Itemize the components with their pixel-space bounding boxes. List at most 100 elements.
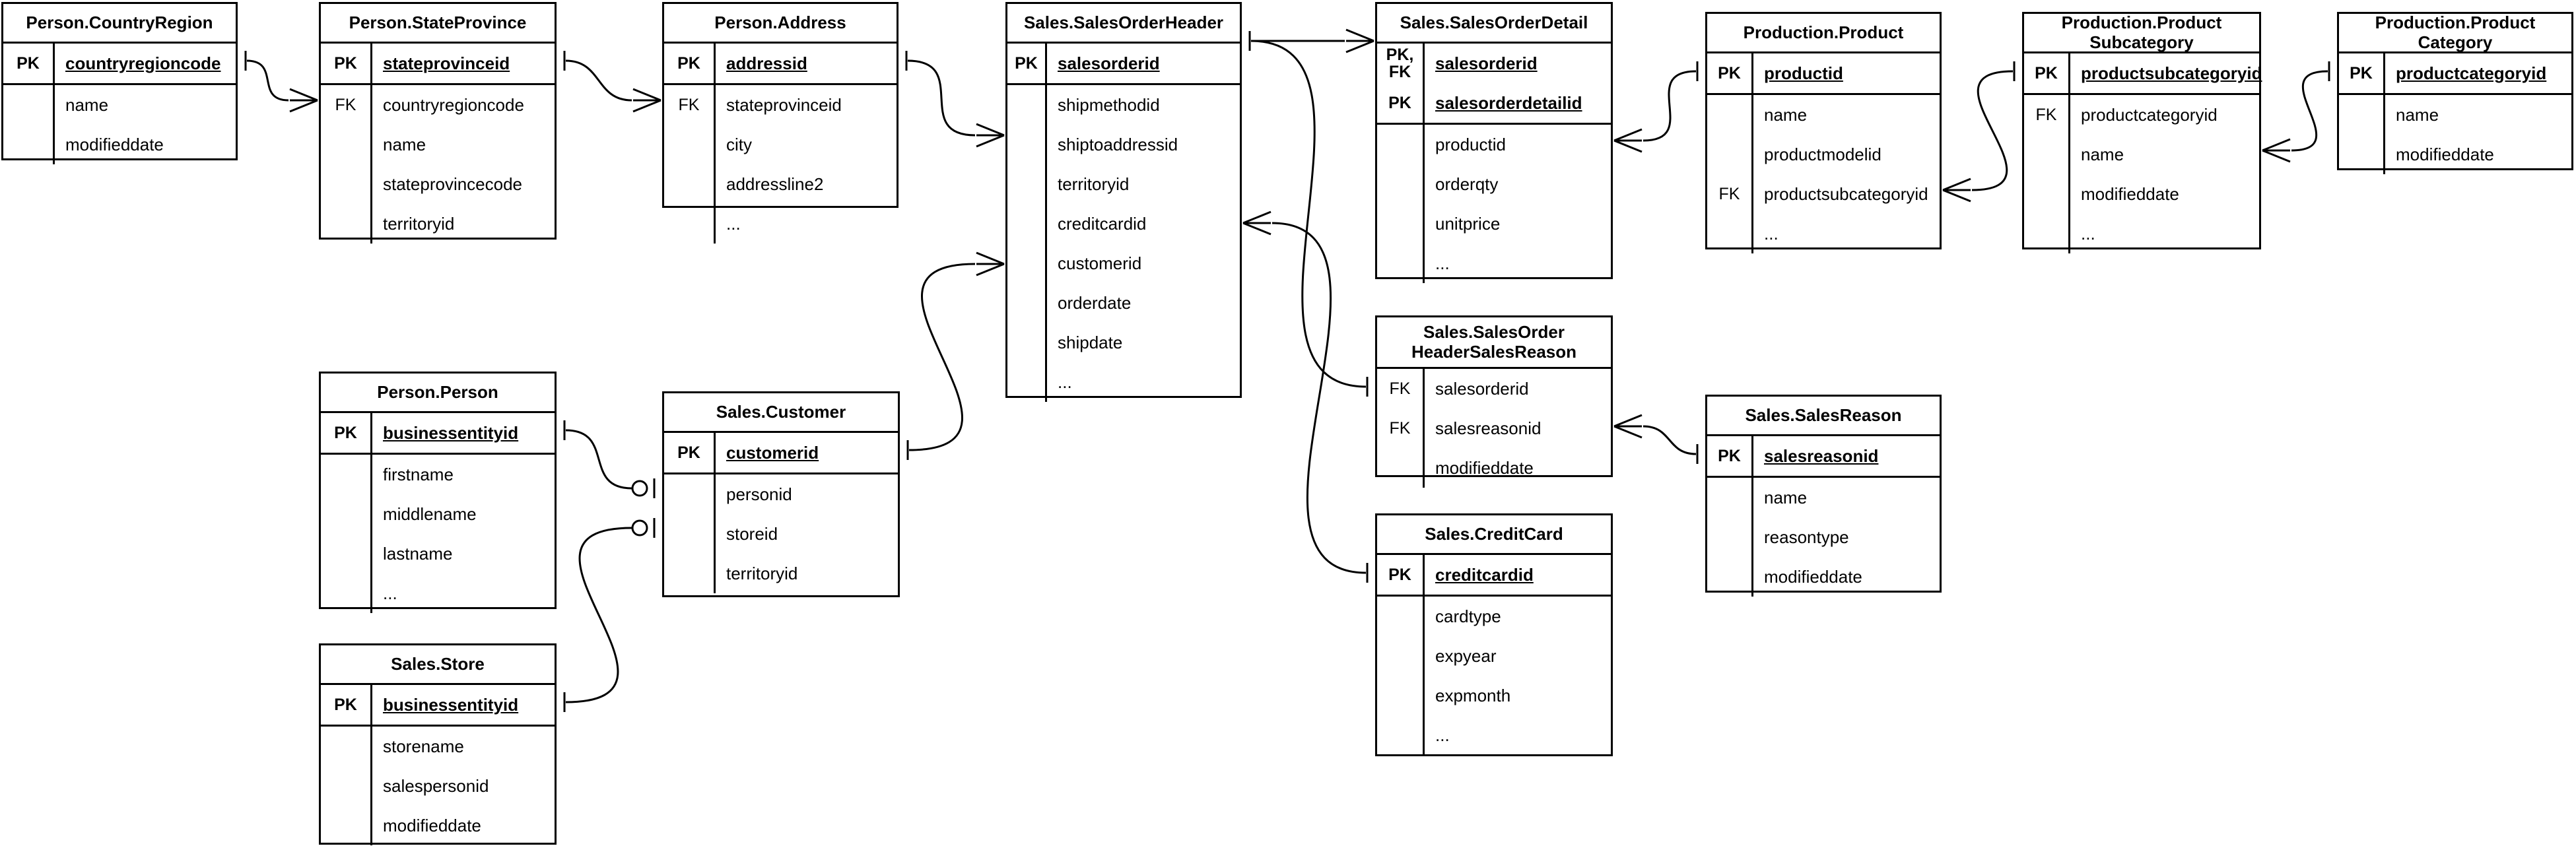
- attribute-row[interactable]: FK stateprovinceid: [664, 85, 897, 125]
- attribute-row[interactable]: productid: [1377, 125, 1611, 164]
- attribute-row[interactable]: territoryid: [664, 554, 898, 593]
- attribute-row[interactable]: ...: [2024, 214, 2259, 253]
- attribute-row[interactable]: modifieddate: [321, 806, 555, 845]
- attribute-row[interactable]: name: [1707, 95, 1940, 135]
- attribute-row[interactable]: lastname: [321, 534, 555, 573]
- key-marker: [321, 204, 372, 244]
- attribute-row[interactable]: addressline2: [664, 164, 897, 204]
- attribute-row[interactable]: ...: [664, 204, 897, 244]
- key-marker: FK: [664, 85, 716, 125]
- attribute-name: modifieddate: [383, 815, 481, 835]
- attribute-row[interactable]: ...: [1377, 715, 1611, 755]
- attribute-row[interactable]: ...: [321, 573, 555, 613]
- attribute-row[interactable]: creditcardid: [1007, 204, 1240, 244]
- attribute-row[interactable]: shipmethodid: [1007, 85, 1240, 125]
- attribute-row[interactable]: salespersonid: [321, 766, 555, 806]
- attribute-row[interactable]: modifieddate: [3, 125, 236, 164]
- attribute-row[interactable]: name: [2024, 135, 2259, 174]
- attribute-row[interactable]: stateprovincecode: [321, 164, 555, 204]
- entity-title: Sales.Store: [321, 645, 555, 685]
- attribute-name: modifieddate: [2396, 144, 2494, 164]
- key-marker: [1707, 135, 1753, 174]
- attribute-name: stateprovinceid: [726, 94, 842, 115]
- attribute-row[interactable]: name: [1707, 478, 1940, 517]
- attribute-row[interactable]: name: [321, 125, 555, 164]
- attribute-name: productsubcategoryid: [2081, 63, 2262, 83]
- attribute-row[interactable]: modifieddate: [1707, 557, 1940, 597]
- attribute-row[interactable]: cardtype: [1377, 597, 1611, 636]
- attribute-row[interactable]: name: [2339, 95, 2571, 135]
- attribute-row[interactable]: orderdate: [1007, 283, 1240, 323]
- key-marker: [1007, 362, 1047, 402]
- attribute-name: territoryid: [726, 563, 798, 583]
- attribute-row[interactable]: ...: [1007, 362, 1240, 402]
- attribute-row[interactable]: name: [3, 85, 236, 125]
- attribute-name: stateprovincecode: [383, 174, 523, 194]
- attribute-row[interactable]: unitprice: [1377, 204, 1611, 244]
- key-marker: PK: [1377, 555, 1425, 595]
- attribute-row[interactable]: ...: [1377, 244, 1611, 283]
- key-marker: PK: [2339, 53, 2385, 93]
- attribute-row[interactable]: modifieddate: [2024, 174, 2259, 214]
- attribute-row[interactable]: territoryid: [1007, 164, 1240, 204]
- attribute-row[interactable]: reasontype: [1707, 517, 1940, 557]
- attribute-row[interactable]: territoryid: [321, 204, 555, 244]
- key-marker: [664, 164, 716, 204]
- attribute-row[interactable]: expyear: [1377, 636, 1611, 676]
- attribute-row[interactable]: customerid: [1007, 244, 1240, 283]
- entity-title: Sales.SalesOrder HeaderSalesReason: [1377, 317, 1611, 369]
- attribute-row[interactable]: shipdate: [1007, 323, 1240, 362]
- attribute-row[interactable]: ...: [1707, 214, 1940, 253]
- relationship-line: [1250, 40, 1367, 388]
- attribute-row[interactable]: storeid: [664, 514, 898, 554]
- attribute-row[interactable]: firstname: [321, 455, 555, 494]
- attribute-row[interactable]: expmonth: [1377, 676, 1611, 715]
- attribute-row[interactable]: orderqty: [1377, 164, 1611, 204]
- attribute-row[interactable]: city: [664, 125, 897, 164]
- attribute-row[interactable]: personid: [664, 474, 898, 514]
- attribute-row[interactable]: middlename: [321, 494, 555, 534]
- attribute-row[interactable]: shiptoaddressid: [1007, 125, 1240, 164]
- attribute-row[interactable]: modifieddate: [2339, 135, 2571, 174]
- attribute-row[interactable]: storename: [321, 727, 555, 766]
- key-marker: FK: [321, 85, 372, 125]
- attribute-row[interactable]: productmodelid: [1707, 135, 1940, 174]
- attribute-row[interactable]: modifieddate: [1377, 448, 1611, 488]
- key-marker: [321, 806, 372, 845]
